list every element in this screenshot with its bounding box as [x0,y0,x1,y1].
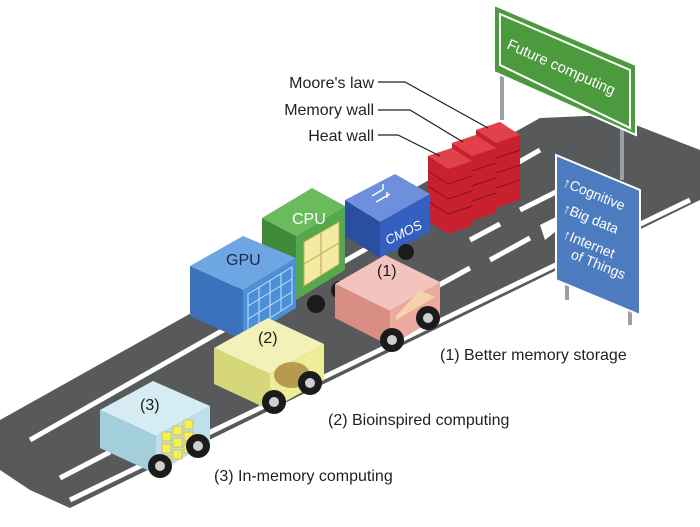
memory-wall-label: Memory wall [284,102,374,119]
car-1-label: (1) [377,263,397,280]
sign-pole-right [620,100,624,180]
car-2-label: (2) [258,330,278,347]
car-3-label: (3) [140,397,160,414]
sign-board-blue [555,153,641,317]
heat-wall-label: Heat wall [308,128,374,145]
sign-board-green [493,3,637,137]
transistor-icon [371,184,391,203]
gpu-block: GPU [190,236,296,340]
caption-in-memory: (3) In-memory computing [214,468,393,485]
memory-icon [396,290,435,320]
gpu-grid [247,266,293,333]
leader-lines [378,81,489,157]
moores-law-label: Moore's law [289,75,374,92]
car-1: (1) [335,255,440,352]
caption-bioinspired: (2) Bioinspired computing [328,412,509,429]
gpu-label: GPU [226,252,261,269]
cmos-block: CMOS [345,174,430,258]
car-3: (3) [100,381,210,478]
cpu-label: CPU [292,211,326,228]
brick-wall-heat [427,148,473,234]
trends-sign: ↑Cognitive ↑Big data ↑Internet of Things [555,153,641,325]
future-computing-sign: Future computing [493,3,637,180]
car-2: (2) [214,318,324,414]
brick-walls [427,122,521,234]
caption-better-memory: (1) Better memory storage [440,347,627,364]
sign-pole-left [500,40,504,120]
